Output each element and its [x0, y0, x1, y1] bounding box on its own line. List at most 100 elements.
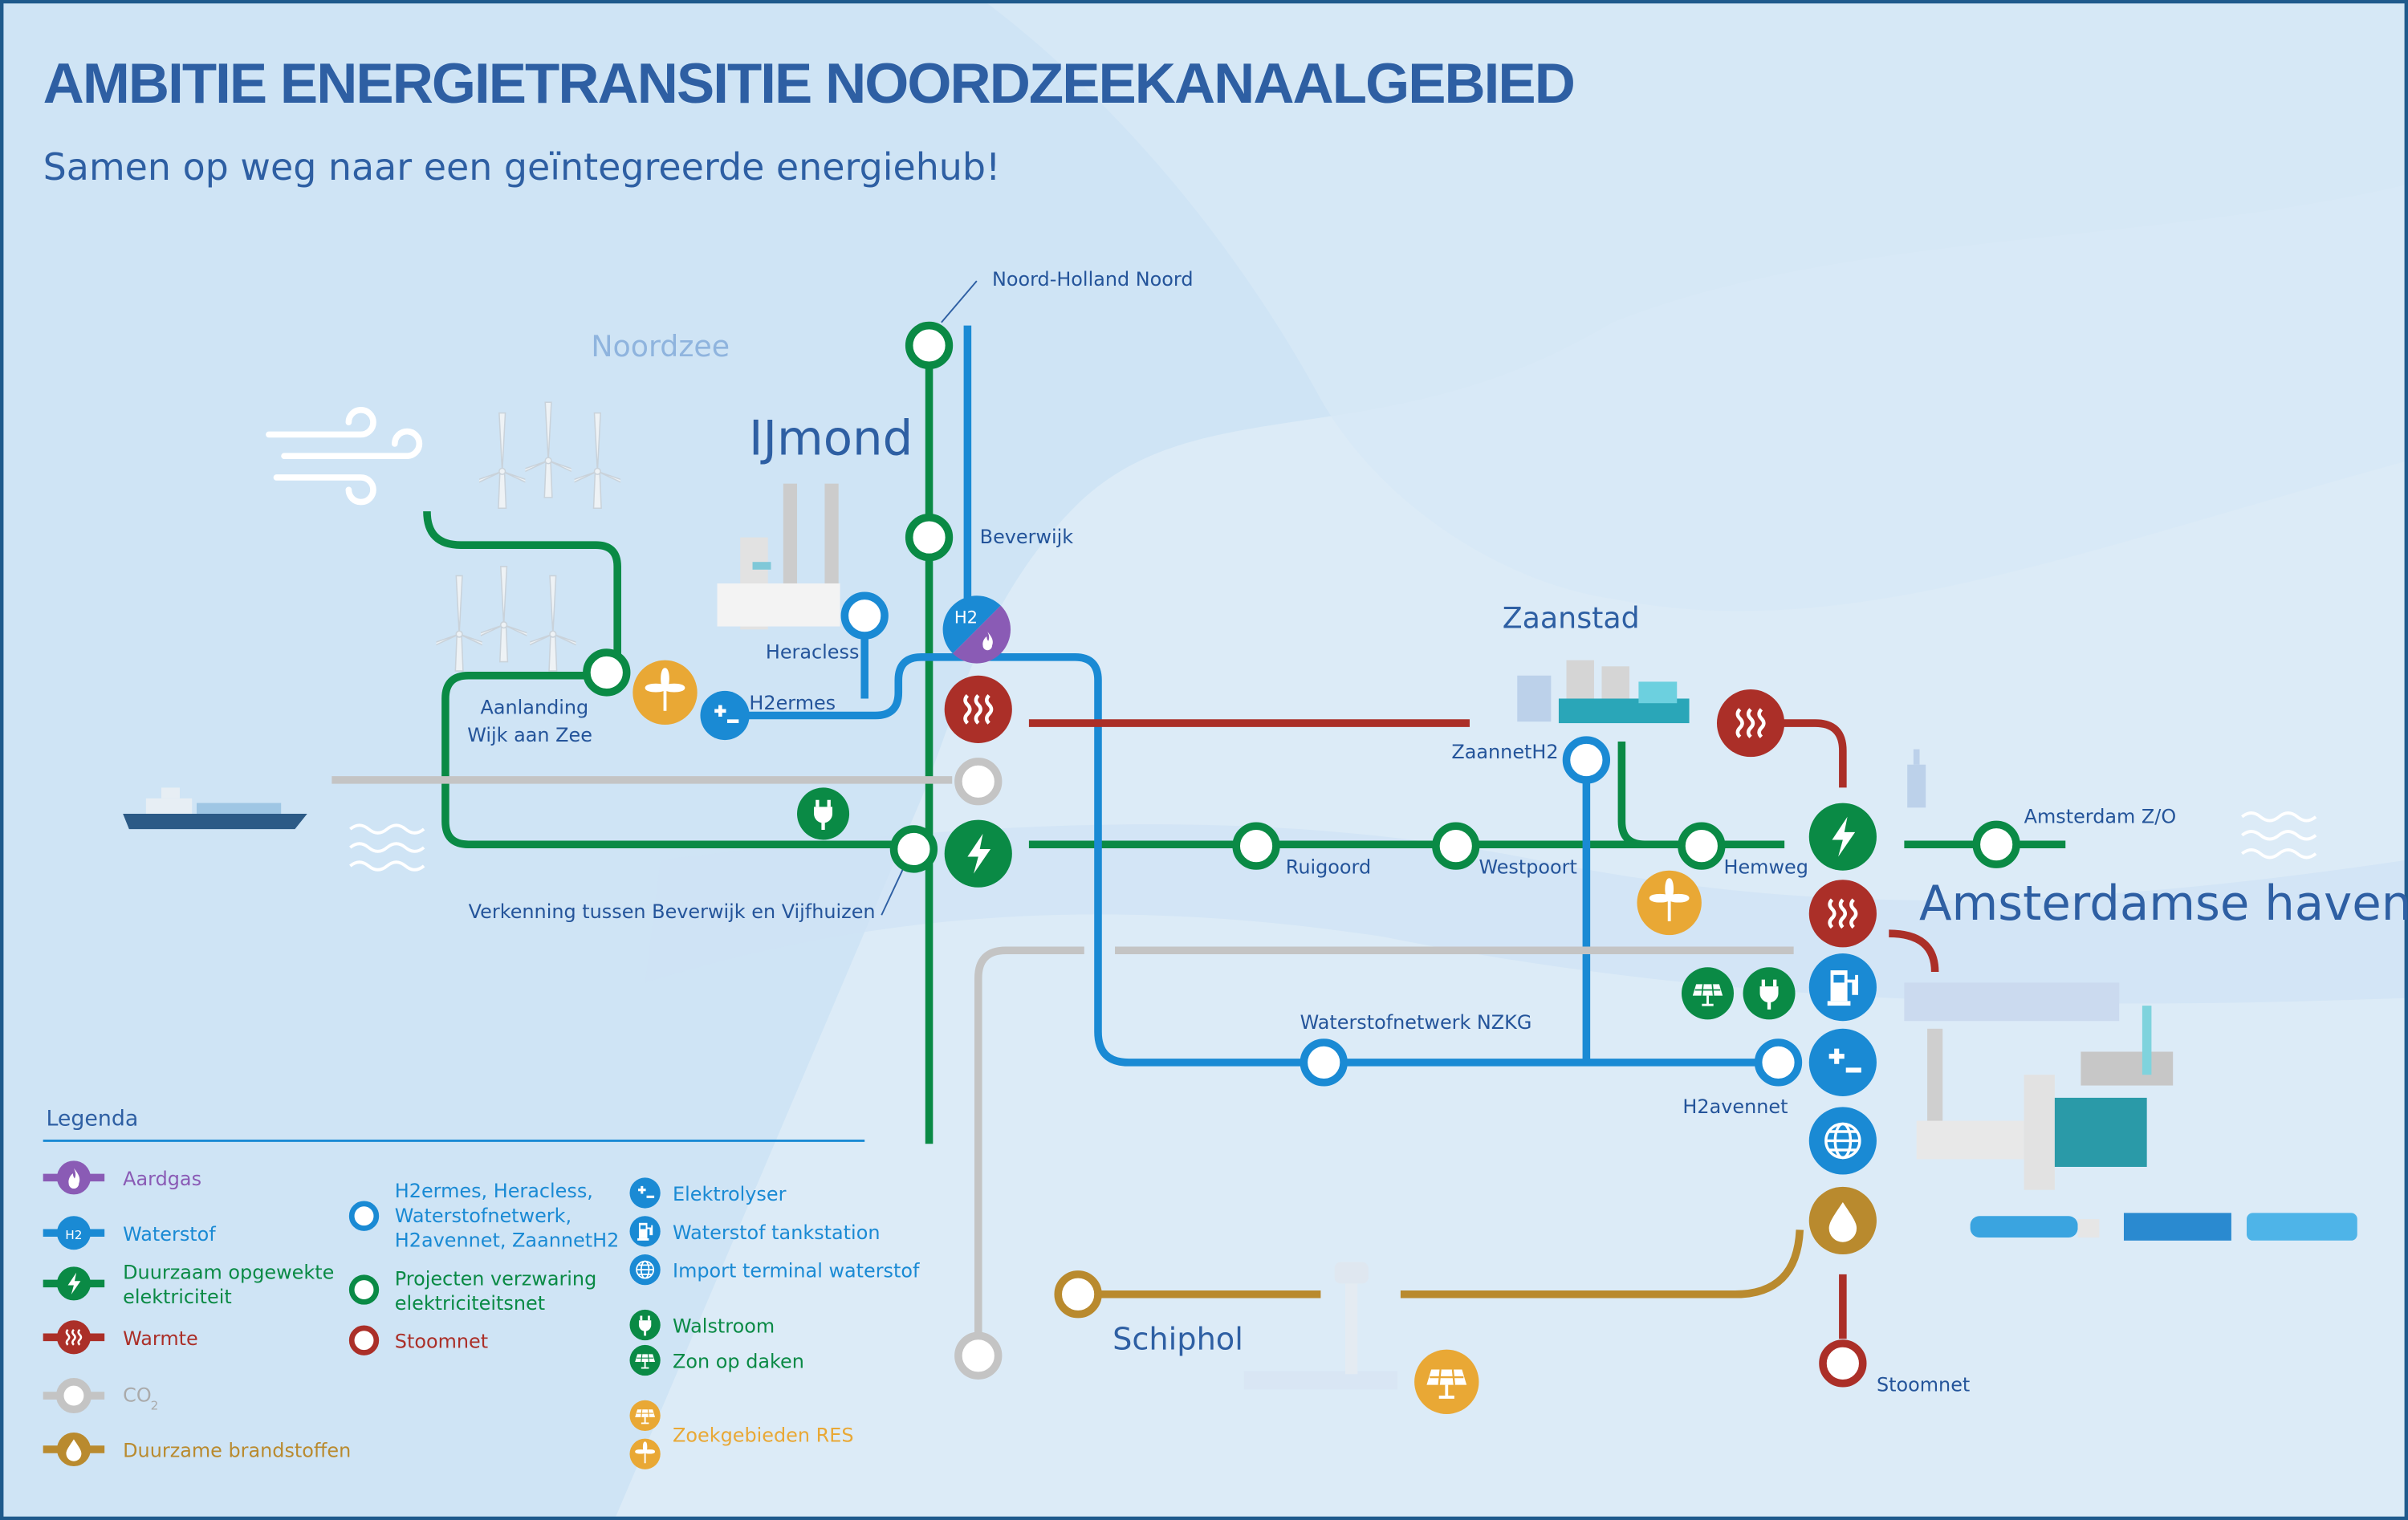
- station-verkenning[interactable]: [889, 825, 938, 873]
- legend-icon-zoekgebieden-res: Zoekgebieden RES: [629, 1400, 854, 1469]
- svg-text:Import terminal waterstof: Import terminal waterstof: [673, 1260, 920, 1282]
- station-westpoort[interactable]: [1432, 822, 1480, 870]
- amsterdam-tower-icon: [1907, 749, 1926, 808]
- station-heracless[interactable]: [840, 591, 889, 640]
- station-aanlanding-wijk-aan-zee[interactable]: [583, 648, 631, 697]
- station-h2avennet[interactable]: [1754, 1038, 1803, 1087]
- legend-icon-walstroom: Walstroom: [629, 1309, 775, 1341]
- electrolyser-icon[interactable]: [700, 690, 750, 741]
- h2-badge-text: H2: [954, 608, 978, 628]
- svg-text:Waterstofnetwerk,: Waterstofnetwerk,: [395, 1205, 571, 1227]
- legend-line-elektriciteit: Duurzaam opgewekte elektriciteit: [43, 1262, 334, 1308]
- svg-text:CO: CO: [123, 1384, 152, 1407]
- svg-text:Duurzaam opgewekte: Duurzaam opgewekte: [123, 1262, 334, 1284]
- label-h2ermes: H2ermes: [749, 692, 836, 714]
- amsterdam-industry-icon: [1904, 982, 2174, 1190]
- label-stoomnet: Stoomnet: [1877, 1373, 1970, 1396]
- label-hemweg: Hemweg: [1723, 856, 1808, 879]
- station-waterstofnetwerk-nzkg[interactable]: [1300, 1038, 1348, 1087]
- svg-text:Waterstof tankstation: Waterstof tankstation: [673, 1221, 880, 1244]
- svg-text:2: 2: [151, 1398, 159, 1412]
- svg-text:Warmte: Warmte: [123, 1327, 198, 1350]
- svg-text:Projecten verzwaring: Projecten verzwaring: [395, 1267, 596, 1290]
- svg-text:Zoekgebieden RES: Zoekgebieden RES: [673, 1424, 854, 1446]
- legend: Legenda Aardgas H2 Waterstof Duurzaam op…: [43, 1106, 920, 1469]
- station-hemweg[interactable]: [1678, 822, 1726, 870]
- ijmond-factory-icon: [717, 483, 840, 630]
- leader-line: [881, 868, 904, 916]
- label-westpoort: Westpoort: [1479, 856, 1576, 879]
- heat-icon[interactable]: [1716, 689, 1785, 758]
- label-amsterdam-zo: Amsterdam Z/O: [2024, 805, 2177, 827]
- svg-text:Elektrolyser: Elektrolyser: [673, 1183, 787, 1205]
- station-co2-schiphol[interactable]: [954, 1331, 1003, 1380]
- page-title: AMBITIE ENERGIETRANSITIE NOORDZEEKANAALG…: [43, 51, 1574, 115]
- station-zaannet-h2[interactable]: [1562, 736, 1611, 784]
- svg-text:Zon op daken: Zon op daken: [673, 1351, 804, 1373]
- region-schiphol: Schiphol: [1112, 1322, 1243, 1358]
- svg-text:elektriciteitsnet: elektriciteitsnet: [395, 1292, 545, 1315]
- svg-text:Waterstof: Waterstof: [123, 1223, 216, 1246]
- line-waterstof[interactable]: [725, 325, 1782, 1067]
- legend-line-warmte: Warmte: [43, 1320, 198, 1355]
- svg-text:Stoomnet: Stoomnet: [395, 1331, 488, 1353]
- region-amsterdamse-haven: Amsterdamse haven: [1919, 876, 2408, 931]
- ship-icon: [123, 787, 307, 830]
- legend-icon-zon-op-daken: Zon op daken: [629, 1344, 804, 1376]
- line-duurzame-elektriciteit[interactable]: [423, 345, 2066, 1144]
- line-co2[interactable]: [332, 776, 1794, 1351]
- station-schiphol-brandstoffen[interactable]: [1054, 1270, 1102, 1319]
- svg-text:H2ermes, Heracless,: H2ermes, Heracless,: [395, 1180, 593, 1202]
- legend-line-waterstof: H2 Waterstof: [43, 1216, 216, 1250]
- label-beverwijk: Beverwijk: [980, 526, 1074, 548]
- wind-symbol-icon: [266, 407, 423, 506]
- stations[interactable]: [583, 321, 2020, 1388]
- label-h2avennet: H2avennet: [1682, 1095, 1788, 1118]
- station-stoomnet[interactable]: [1819, 1339, 1867, 1388]
- heat-icon[interactable]: [944, 675, 1012, 743]
- svg-text:Duurzame brandstoffen: Duurzame brandstoffen: [123, 1440, 351, 1462]
- legend-ring-elektriciteitsnet: Projecten verzwaring elektriciteitsnet: [348, 1267, 596, 1315]
- station-beverwijk[interactable]: [905, 513, 954, 562]
- legend-icon-import-terminal: Import terminal waterstof: [629, 1254, 920, 1286]
- land-area: [982, 0, 2408, 612]
- waves-icon: [349, 811, 2317, 872]
- svg-text:elektriciteit: elektriciteit: [123, 1286, 232, 1308]
- legend-title: Legenda: [46, 1106, 138, 1131]
- station-labels: Noord-Holland Noord Beverwijk Heracless …: [467, 268, 2176, 1396]
- station-amsterdam-zo[interactable]: [1972, 820, 2020, 868]
- svg-text:Aardgas: Aardgas: [123, 1168, 201, 1190]
- label-ruigoord: Ruigoord: [1286, 856, 1371, 879]
- hub-icons[interactable]: [633, 660, 1877, 1414]
- legend-line-aardgas: Aardgas: [43, 1160, 201, 1195]
- label-verkenning: Verkenning tussen Beverwijk en Vijfhuize…: [469, 900, 876, 923]
- legend-ring-waterstof-projecten: H2ermes, Heracless, Waterstofnetwerk, H2…: [348, 1180, 620, 1251]
- label-aanlanding: Aanlanding: [480, 697, 588, 719]
- legend-icon-tankstation: Waterstof tankstation: [629, 1216, 880, 1247]
- leader-line: [941, 280, 978, 323]
- page-subtitle: Samen op weg naar een geïntegreerde ener…: [43, 145, 1001, 189]
- region-zaanstad: Zaanstad: [1503, 600, 1640, 635]
- schiphol-tower-icon: [1243, 1262, 1398, 1390]
- trucks-and-trains-icon: [1970, 1213, 2357, 1241]
- heat-icon[interactable]: [1808, 880, 1877, 948]
- canal-area: [645, 824, 2408, 1004]
- svg-text:H2avennet, ZaannetH2: H2avennet, ZaannetH2: [395, 1229, 620, 1251]
- label-zaannet-h2: ZaannetH2: [1451, 741, 1558, 763]
- station-co2-ijmond[interactable]: [954, 758, 1003, 806]
- electrolyser-icon[interactable]: [1808, 1028, 1877, 1096]
- label-wijk-aan-zee: Wijk aan Zee: [467, 724, 592, 746]
- svg-text:H2: H2: [65, 1228, 82, 1242]
- h2-aardgas-hub[interactable]: H2: [942, 595, 1011, 664]
- region-ijmond: IJmond: [749, 410, 913, 465]
- station-noord-holland-noord[interactable]: [905, 321, 954, 370]
- legend-icon-elektrolyser: Elektrolyser: [629, 1177, 787, 1209]
- station-ruigoord[interactable]: [1232, 822, 1280, 870]
- legend-ring-stoomnet: Stoomnet: [348, 1325, 488, 1355]
- legend-line-brandstoffen: Duurzame brandstoffen: [43, 1432, 351, 1467]
- line-warmte[interactable]: [1028, 719, 1939, 1339]
- line-duurzame-brandstoffen[interactable]: [1078, 1229, 1804, 1299]
- zaanstad-factory-icon: [1517, 660, 1690, 724]
